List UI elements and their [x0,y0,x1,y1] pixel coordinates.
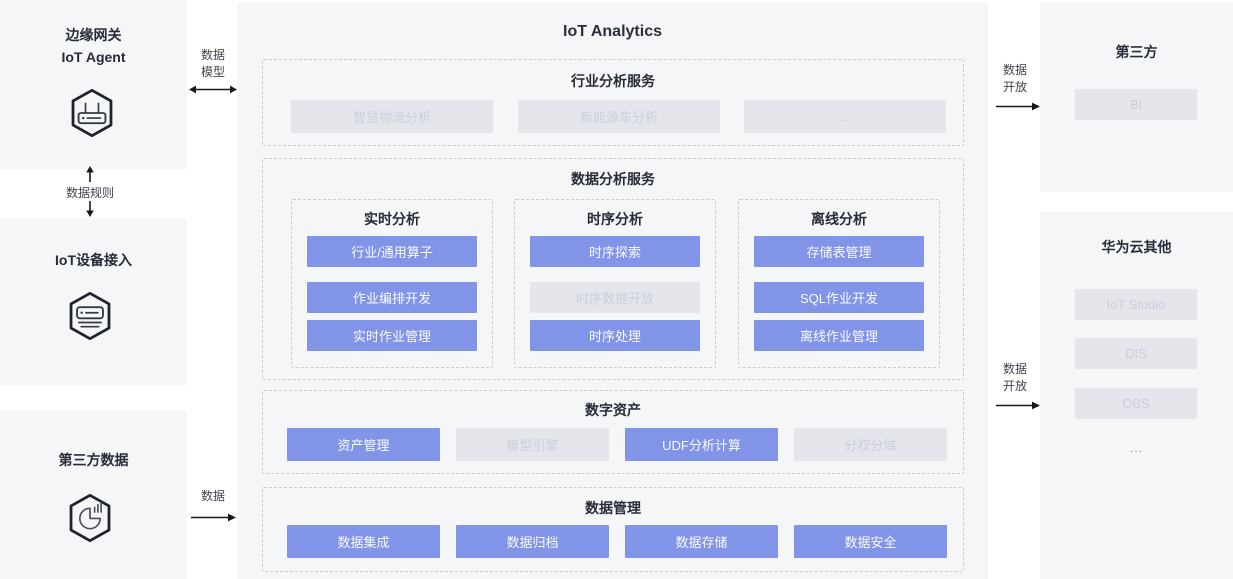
data-management-section-title: 数据管理 [585,500,641,516]
data-rule-up-arrow [86,166,94,182]
btn-data-storage: 数据存储 [625,525,778,558]
btn-bi: BI [1075,89,1197,120]
iot-analytics-title: IoT Analytics [563,23,662,40]
data-open-bottom-label-line2: 开放 [1002,379,1027,393]
data-open-top-label-line1: 数据 [1002,63,1027,77]
btn-storage-table-management: 存储表管理 [754,236,924,267]
industry-analysis-section: 行业分析服务 智慧物流分析 新能源车分析 ... [262,59,964,146]
data-analysis-section-title: 数据分析服务 [571,171,655,187]
data-open-bottom-label: 数据 开放 [992,361,1038,395]
btn-asset-management: 资产管理 [287,428,440,461]
edge-gateway-title: 边缘网关 IoT Agent [0,24,187,68]
btn-iot-studio: IoT Studio [1075,289,1197,320]
btn-offline-job-management: 离线作业管理 [754,320,924,351]
data-open-top-right-arrow [996,102,1040,111]
third-party-title: 第三方 [1115,44,1158,60]
offline-analysis-group: 离线分析 存储表管理 SQL作业开发 离线作业管理 [738,199,940,368]
btn-permission-domain: 分权分域 [794,428,947,461]
huawei-cloud-other-panel: 华为云其他 IoT Studio DIS OBS ... [1040,212,1233,579]
data-model-label: 数据 模型 [189,47,237,81]
btn-smart-logistics-analysis: 智慧物流分析 [291,100,493,133]
btn-sql-job-dev: SQL作业开发 [754,282,924,313]
iot-device-access-panel: IoT设备接入 [0,219,187,385]
btn-data-archive: 数据归档 [456,525,609,558]
data-open-bottom-label-line1: 数据 [1002,362,1027,376]
digital-asset-section-title: 数字资产 [585,402,641,418]
timeseries-analysis-group: 时序分析 时序探索 时序数据开放 时序处理 [514,199,716,368]
digital-asset-section: 数字资产 资产管理 模型引擎 UDF分析计算 分权分域 [262,390,964,474]
btn-more-industry-analysis: ... [744,100,946,133]
btn-job-orchestration-dev: 作业编排开发 [307,282,477,313]
data-open-top-label-line2: 开放 [1002,80,1027,94]
more-services-label: ... [1129,441,1143,455]
third-party-data-panel: 第三方数据 [0,411,187,579]
gateway-hexagon-icon [71,88,113,138]
data-open-bottom-right-arrow [996,401,1040,410]
btn-timeseries-processing: 时序处理 [530,320,700,351]
btn-data-integration: 数据集成 [287,525,440,558]
data-model-label-line2: 模型 [200,65,225,79]
realtime-analysis-group-title: 实时分析 [364,211,420,227]
data-management-section: 数据管理 数据集成 数据归档 数据存储 数据安全 [262,487,964,572]
offline-analysis-group-title: 离线分析 [811,211,867,227]
pie-chart-hexagon-icon [69,493,111,543]
data-in-right-arrow [191,513,236,522]
btn-timeseries-data-open: 时序数据开放 [530,282,700,313]
iot-analytics-panel: IoT Analytics 行业分析服务 智慧物流分析 新能源车分析 ... 数… [237,3,988,579]
btn-new-energy-vehicle-analysis: 新能源车分析 [518,100,720,133]
data-open-top-label: 数据 开放 [992,62,1038,96]
realtime-analysis-group: 实时分析 行业/通用算子 作业编排开发 实时作业管理 [291,199,493,368]
third-party-data-title: 第三方数据 [58,452,129,468]
edge-gateway-title-line2: IoT Agent [61,49,126,65]
btn-data-security: 数据安全 [794,525,947,558]
btn-obs: OBS [1075,388,1197,419]
btn-industry-general-operators: 行业/通用算子 [307,236,477,267]
btn-dis: DIS [1075,338,1197,369]
btn-model-engine: 模型引擎 [456,428,609,461]
data-model-double-arrow [189,85,237,94]
iot-device-access-title: IoT设备接入 [55,252,132,268]
industry-analysis-section-title: 行业分析服务 [571,73,655,89]
data-rule-down-arrow [86,201,94,217]
data-analysis-section: 数据分析服务 实时分析 行业/通用算子 作业编排开发 实时作业管理 时序分析 时… [262,158,964,380]
btn-realtime-job-management: 实时作业管理 [307,320,477,351]
data-in-label: 数据 [200,489,225,503]
btn-timeseries-explore: 时序探索 [530,236,700,267]
data-model-label-line1: 数据 [200,48,225,62]
device-hexagon-icon [69,291,111,341]
edge-gateway-panel: 边缘网关 IoT Agent [0,0,187,169]
third-party-panel: 第三方 BI [1040,3,1233,192]
huawei-cloud-other-title: 华为云其他 [1101,239,1172,255]
edge-gateway-title-line1: 边缘网关 [65,27,122,43]
timeseries-analysis-group-title: 时序分析 [587,211,643,227]
data-rule-label: 数据规则 [65,186,114,200]
btn-udf-analysis-compute: UDF分析计算 [625,428,778,461]
